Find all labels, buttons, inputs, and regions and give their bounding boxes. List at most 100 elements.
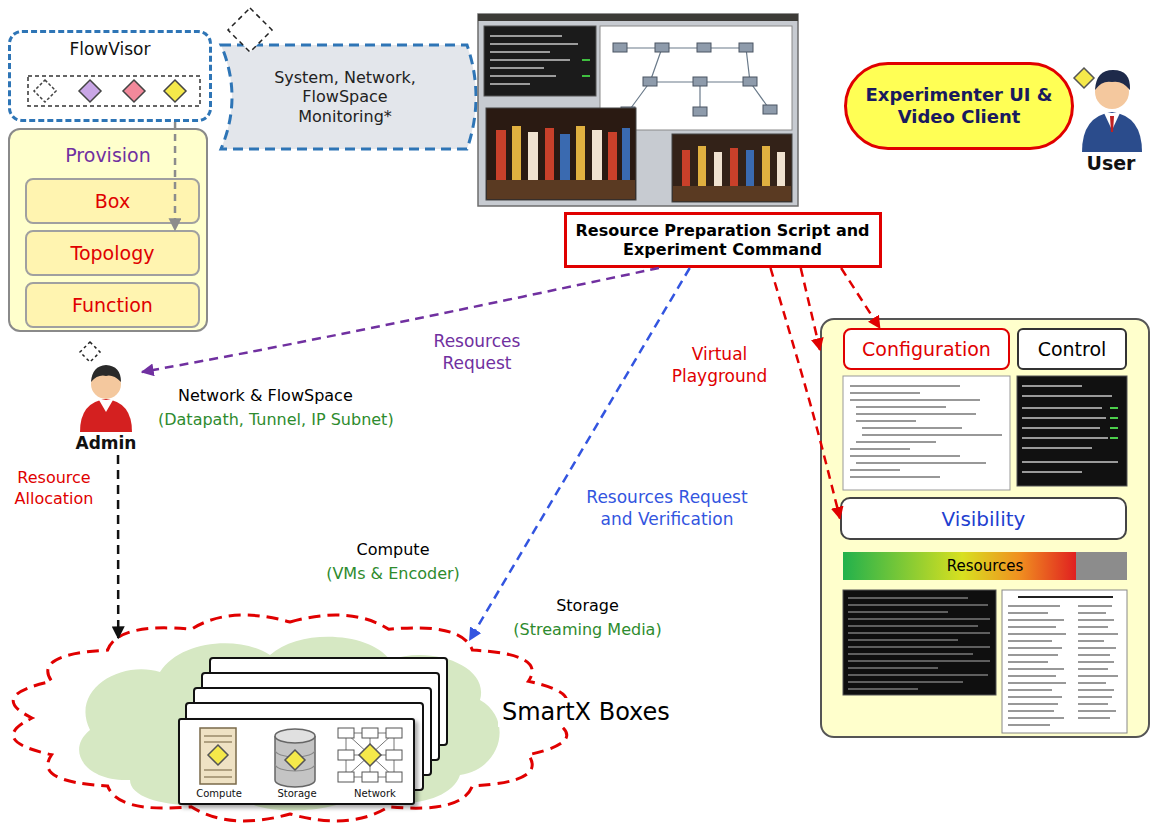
- annotation-label: Network & FlowSpace: [178, 386, 353, 405]
- connector: [117, 455, 120, 638]
- node-text: Topology: [71, 242, 155, 265]
- edge-label-holder: Virtual Playground: [662, 343, 777, 387]
- experimenter-ui-pill: Experimenter UI & Video Client: [844, 62, 1074, 150]
- admin-node: Admin: [70, 355, 142, 455]
- cloud-outline-path: [13, 615, 567, 821]
- switch-icon: [763, 105, 777, 114]
- topology-links: [620, 48, 770, 112]
- video-dancer: [512, 126, 521, 180]
- edge-label-holder: Resources Request and Verification: [572, 486, 762, 530]
- node-text: Function: [72, 294, 153, 317]
- node-text: User: [1087, 152, 1136, 175]
- smartx-cloud: SmartX BoxesComputeStorageNetwork: [15, 600, 595, 828]
- text-holder: FlowVisor: [11, 39, 209, 59]
- label-holder: Network & FlowSpace: [178, 386, 353, 405]
- video-dancer: [545, 128, 554, 180]
- edge-label: Resource Allocation: [4, 468, 104, 510]
- edge-label-holder: Resource Allocation: [4, 468, 104, 510]
- switch-icon: [613, 43, 627, 52]
- user-node: User: [1070, 58, 1152, 178]
- visibility-box: Visibility: [840, 497, 1127, 540]
- smartx-box: Compute Storage Network: [178, 718, 415, 805]
- user-shirt: [1104, 113, 1120, 130]
- user-hair: [1095, 70, 1130, 90]
- node-text: System, Network, FlowSpace Monitoring*: [260, 68, 430, 126]
- video-dancer: [746, 150, 754, 186]
- dashed-diamond: [80, 342, 100, 362]
- admin-hair: [91, 365, 121, 382]
- green-cloud-core: [79, 637, 500, 811]
- label-holder: (Datapath, Tunnel, IP Subnet): [158, 410, 394, 429]
- connector-group: [118, 122, 880, 640]
- node-text: Box: [95, 190, 130, 213]
- monitoring-screenshot: [478, 14, 798, 206]
- node-text: Visibility: [942, 507, 1026, 531]
- callout-outline-path: [221, 45, 476, 149]
- provision-item: Function: [25, 282, 200, 328]
- video-dancer: [698, 146, 706, 186]
- label-holder: Storage: [505, 596, 670, 615]
- node-text: Resources: [947, 557, 1024, 575]
- configuration-box: Configuration: [843, 328, 1010, 370]
- node-text: Admin: [76, 433, 137, 453]
- terminal-window: [484, 26, 596, 96]
- switch-icon: [743, 77, 757, 86]
- switch-icon: [693, 107, 707, 116]
- video-dancer: [592, 130, 602, 180]
- monitoring-callout: System, Network, FlowSpace Monitoring*: [205, 42, 485, 152]
- screen-frame: [478, 14, 798, 206]
- flowvisor-box: FlowVisor: [8, 30, 212, 122]
- text-holder: Provision: [10, 144, 206, 167]
- screen-topbar: [478, 14, 798, 21]
- video-dancer: [777, 152, 785, 186]
- user-tie: [1110, 116, 1114, 132]
- text-holder: Compute: [180, 788, 258, 800]
- admin-head: [91, 369, 121, 399]
- virtual-playground-panel: Configuration ControlVisibilityResources: [820, 318, 1150, 738]
- user-head: [1095, 75, 1129, 109]
- annotation-label: (Datapath, Tunnel, IP Subnet): [158, 410, 394, 429]
- text-holder: Admin: [64, 433, 148, 453]
- video-dancer: [496, 130, 506, 180]
- video-dancer: [714, 152, 722, 186]
- label-holder: (Streaming Media): [505, 620, 670, 639]
- switch-icon: [693, 77, 707, 86]
- script-command-box: Resource Preparation Script and Experime…: [564, 212, 882, 268]
- node-text: Compute: [196, 788, 242, 800]
- switch-icon: [739, 43, 753, 52]
- user-slice-diamond: [1074, 68, 1094, 88]
- node-text: FlowVisor: [69, 39, 150, 59]
- node-text: SmartX Boxes: [498, 698, 674, 727]
- video-window: [672, 134, 792, 202]
- edge-label: Resources Request: [412, 330, 542, 374]
- node-text: Experimenter UI & Video Client: [859, 84, 1059, 127]
- video-dancer: [762, 146, 770, 186]
- terminal-status: [582, 60, 590, 76]
- video-dancer: [560, 134, 570, 180]
- provision-item: Box: [25, 178, 200, 224]
- connector: [142, 268, 659, 372]
- admin-body: [80, 399, 132, 432]
- connector: [470, 268, 690, 640]
- resources-bar: Resources: [843, 552, 1127, 580]
- video-dancer: [730, 148, 738, 186]
- control-box: Control: [1017, 328, 1127, 370]
- annotation-label: Compute: [357, 540, 430, 559]
- provision-item: Topology: [25, 230, 200, 276]
- video-dancer: [608, 132, 617, 180]
- terminal-lines: [490, 36, 578, 84]
- node-text: Network: [354, 788, 396, 800]
- label-holder: Compute: [318, 540, 468, 559]
- text-holder: User: [1070, 152, 1152, 175]
- switch-icon: [643, 77, 657, 86]
- edge-label: Resources Request and Verification: [572, 486, 762, 530]
- switch-icon: [621, 107, 635, 116]
- edge-label-holder: Resources Request: [412, 330, 542, 374]
- admin-collar: [99, 400, 113, 412]
- edge-label: Virtual Playground: [662, 343, 777, 387]
- video-dancer: [576, 126, 585, 180]
- node-text: Configuration: [862, 338, 991, 361]
- node-text: Storage: [277, 788, 316, 800]
- text-holder: SmartX Boxes: [498, 698, 674, 727]
